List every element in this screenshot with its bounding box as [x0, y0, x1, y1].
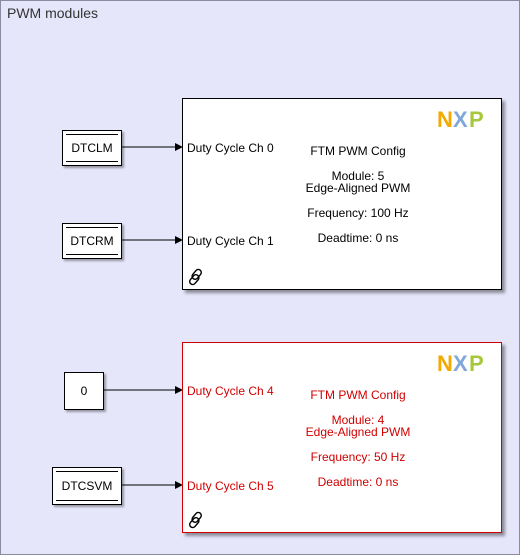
nxp-logo-icon: N X P: [437, 109, 484, 129]
block-frequency: Frequency: 100 Hz: [307, 206, 409, 220]
area-title: PWM modules: [7, 5, 99, 21]
svg-text:P: P: [469, 109, 484, 129]
ftm-pwm-config-block-1[interactable]: N X P Duty Cycle Ch 0 Duty Cycle Ch 1 FT…: [182, 98, 502, 290]
from-block-dtclm[interactable]: DTCLM: [62, 130, 122, 166]
input-port-ch0: Duty Cycle Ch 0: [187, 141, 274, 155]
block-deadtime: Deadtime: 0 ns: [317, 475, 399, 489]
library-link-icon: [189, 268, 202, 286]
from-block-label: DTCLM: [71, 141, 113, 155]
svg-text:P: P: [469, 353, 484, 373]
from-block-dtcsvm[interactable]: DTCSVM: [52, 467, 122, 505]
ftm-pwm-config-block-2[interactable]: N X P Duty Cycle Ch 4 Duty Cycle Ch 5 FT…: [182, 342, 502, 533]
from-block-label: DTCRM: [70, 234, 114, 248]
svg-text:N: N: [437, 109, 453, 129]
input-port-ch1: Duty Cycle Ch 1: [187, 234, 274, 248]
block-module: Module: 5: [331, 169, 385, 183]
block-module: Module: 4: [331, 413, 385, 427]
block-mode: Edge-Aligned PWM: [305, 181, 411, 195]
block-title: FTM PWM Config: [310, 388, 406, 402]
block-title: FTM PWM Config: [310, 144, 406, 158]
svg-text:X: X: [453, 109, 468, 129]
block-deadtime: Deadtime: 0 ns: [317, 231, 399, 245]
input-port-ch5: Duty Cycle Ch 5: [187, 479, 274, 493]
from-block-dtcrm[interactable]: DTCRM: [62, 223, 122, 259]
library-link-icon: [189, 511, 202, 529]
block-mode: Edge-Aligned PWM: [305, 425, 411, 439]
block-frequency: Frequency: 50 Hz: [310, 450, 406, 464]
nxp-logo-icon: N X P: [437, 353, 484, 373]
constant-block[interactable]: 0: [64, 372, 104, 410]
from-block-label: DTCSVM: [61, 479, 113, 493]
input-port-ch4: Duty Cycle Ch 4: [187, 384, 274, 398]
svg-text:N: N: [437, 353, 453, 373]
constant-value: 0: [80, 384, 88, 398]
svg-text:X: X: [453, 353, 468, 373]
